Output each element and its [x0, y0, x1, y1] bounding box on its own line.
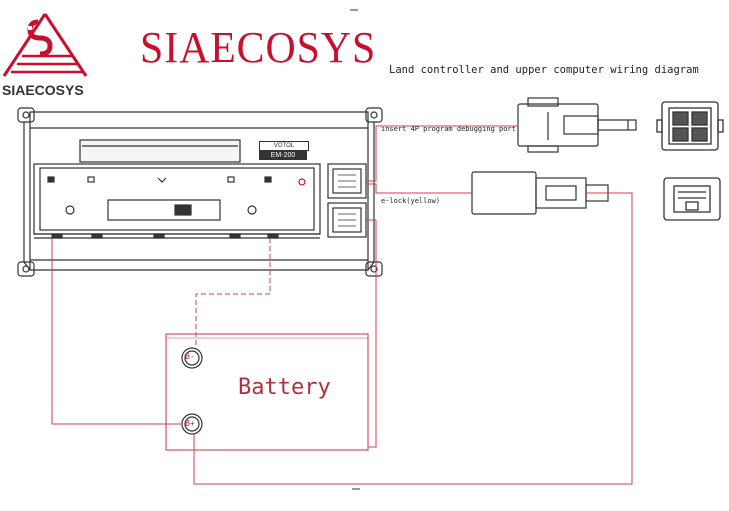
diagram-title: Land controller and upper computer wirin…	[389, 64, 699, 76]
battery-label: Battery	[238, 375, 331, 400]
elock-socket	[663, 177, 721, 221]
four-pin-socket	[656, 101, 724, 151]
debug-port-plug	[517, 97, 637, 153]
logo-text: SIAECOSYS	[2, 82, 84, 98]
logo-icon	[2, 13, 88, 77]
terminal-negative-label: B-	[185, 352, 195, 361]
controller-body	[17, 107, 383, 277]
terminal-positive-label: B+	[185, 419, 195, 428]
elock-label: e-lock(yellow)	[381, 197, 441, 205]
logo-text-a: SIA	[2, 82, 26, 98]
controller-brand: VOTOL	[259, 141, 309, 151]
controller-connectors	[327, 163, 367, 238]
debug-port-label: insert 4P program debugging port	[381, 125, 516, 133]
battery-negative-terminal-icon	[181, 347, 203, 369]
battery-box	[165, 333, 369, 451]
controller-model: EM-200	[259, 151, 307, 160]
logo-text-b: ECOSYS	[25, 82, 84, 98]
wires	[51, 125, 633, 485]
brand-title: SIAECOSYS	[140, 23, 377, 72]
